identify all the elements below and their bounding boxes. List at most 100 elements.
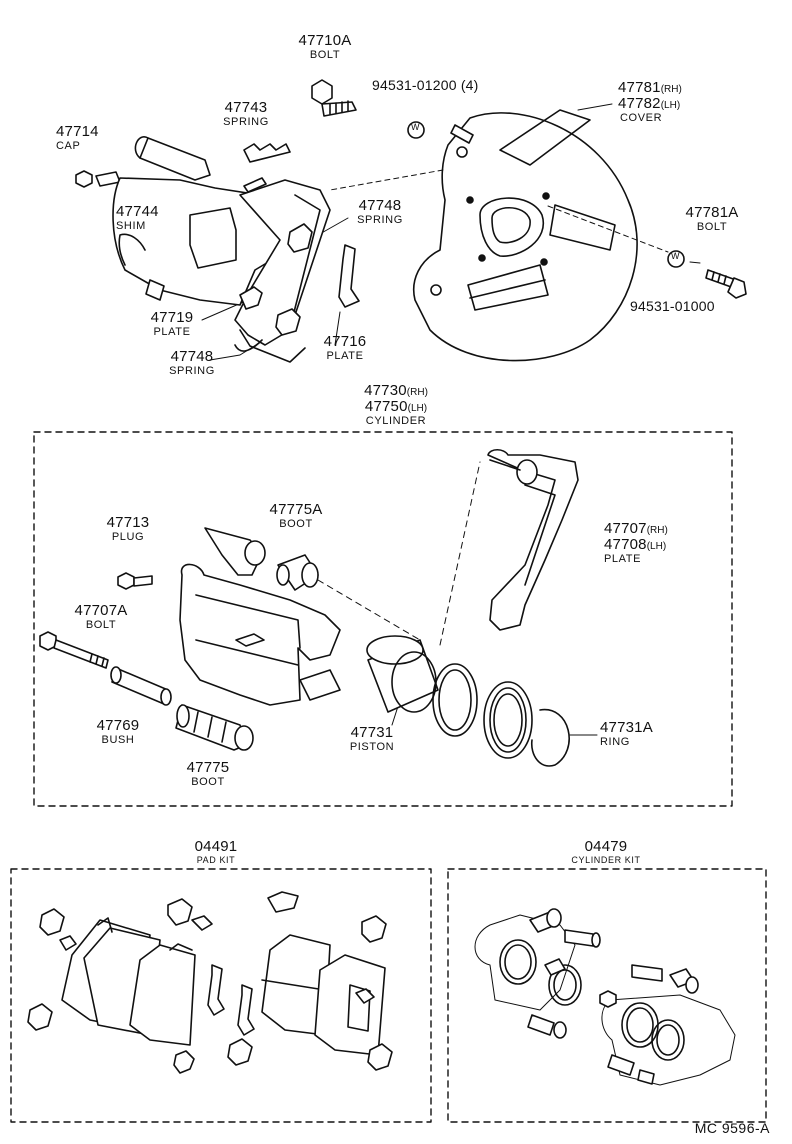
part-number: 47781A	[685, 204, 739, 221]
label-47781a: 47781A BOLT	[686, 205, 739, 233]
part-number: 04491	[194, 838, 238, 855]
bolt-47707a-drawing	[39, 631, 109, 669]
washer-mark-upper: W	[411, 122, 420, 132]
part-number: 47707A	[74, 602, 128, 619]
part-name: CYLINDER	[365, 415, 427, 427]
part-number: 47731A	[600, 719, 653, 736]
caliper-plate-drawing	[487, 448, 579, 631]
label-47716: 47716 PLATE	[324, 334, 367, 362]
label-47707-47708: 47707(RH) 47708(LH) PLATE	[604, 521, 668, 565]
side-marker: (LH)	[660, 100, 681, 111]
label-47775a: 47775A BOOT	[270, 502, 323, 530]
part-number: 47744	[116, 203, 159, 220]
seal-rings-drawing	[432, 663, 533, 759]
part-number: 47707	[604, 520, 647, 537]
label-04479: 04479 CYLINDER KIT	[571, 839, 640, 865]
label-47743: 47743 SPRING	[223, 100, 269, 128]
boot-47775-drawing	[175, 704, 254, 751]
cylinder-kit-group-border	[447, 868, 767, 1123]
part-number: 47716	[323, 333, 367, 350]
label-94531-01200: 94531-01200 (4)	[372, 78, 479, 94]
part-number: 47775	[186, 759, 230, 776]
washer-94531-01200-drawing	[407, 121, 425, 139]
part-number: 47769	[96, 717, 140, 734]
part-number: 47731	[350, 724, 394, 741]
washer-94531-01000-drawing	[667, 250, 685, 268]
bolt-47710a-drawing	[311, 79, 357, 117]
plate-47716-drawing	[338, 244, 360, 308]
label-47744: 47744 SHIM	[116, 204, 159, 232]
part-number: 47748	[170, 348, 214, 365]
cylinder-kit-contents-drawing	[474, 908, 736, 1086]
label-47775: 47775 BOOT	[187, 760, 230, 788]
part-name: BOOT	[191, 776, 225, 788]
bush-47769-drawing	[110, 666, 172, 706]
part-name: PLATE	[326, 350, 364, 362]
spring-47748-lower-drawing	[275, 308, 301, 336]
label-47730-47750: 47730(RH) 47750(LH) CYLINDER	[364, 383, 428, 427]
spring-47748-upper-drawing	[287, 223, 313, 253]
part-number: 47708	[604, 536, 647, 553]
part-number: 47730	[364, 382, 407, 399]
dust-cover-drawing	[413, 109, 638, 362]
washer-mark-lower: W	[671, 251, 680, 261]
part-number: 47713	[106, 514, 150, 531]
part-name: CAP	[56, 140, 81, 152]
pad-kit-contents-drawing	[27, 891, 393, 1074]
side-marker: (RH)	[646, 525, 668, 536]
label-94531-01000: 94531-01000	[630, 299, 715, 315]
part-name: SPRING	[223, 116, 269, 128]
label-47748-lower: 47748 SPRING	[169, 349, 215, 377]
side-marker: (LH)	[407, 403, 428, 414]
part-name: BOLT	[696, 221, 728, 233]
piston-47731-drawing	[366, 635, 439, 713]
part-number: 47748	[358, 197, 402, 214]
label-47769: 47769 BUSH	[97, 718, 140, 746]
label-47781-47782: 47781(RH) 47782(LH) COVER	[618, 80, 682, 124]
label-47731: 47731 PISTON	[350, 725, 394, 753]
part-name: CYLINDER KIT	[571, 855, 641, 865]
part-name: SHIM	[116, 220, 146, 232]
part-name: SPRING	[169, 365, 215, 377]
part-number: 47781	[618, 79, 661, 96]
side-marker: (RH)	[406, 387, 428, 398]
cap-47714-drawing	[75, 170, 121, 188]
label-04491: 04491 PAD KIT	[195, 839, 238, 865]
side-marker: (LH)	[646, 541, 667, 552]
part-number: 47775A	[269, 501, 323, 518]
part-name: RING	[600, 736, 630, 748]
part-name: SPRING	[357, 214, 403, 226]
part-name: BOOT	[279, 518, 313, 530]
part-name: PISTON	[349, 741, 395, 753]
part-number: 47710A	[298, 32, 352, 49]
part-number: 47714	[56, 123, 99, 140]
part-number: 94531-01000	[630, 298, 715, 314]
part-name: BOLT	[309, 49, 341, 61]
part-number: 47743	[224, 99, 268, 116]
label-47731a: 47731A RING	[600, 720, 653, 748]
bolt-47781a-drawing	[705, 269, 747, 299]
label-47714: 47714 CAP	[56, 124, 99, 152]
plate-47719-drawing	[239, 286, 263, 310]
label-47707a: 47707A BOLT	[75, 603, 128, 631]
part-number: 47719	[150, 309, 194, 326]
part-name: BUSH	[101, 734, 135, 746]
part-name: PAD KIT	[196, 855, 236, 865]
cylinder-group-border	[33, 431, 733, 807]
label-47748-upper: 47748 SPRING	[357, 198, 403, 226]
label-47713: 47713 PLUG	[107, 515, 150, 543]
label-47719: 47719 PLATE	[151, 310, 194, 338]
plug-47713-drawing	[117, 572, 153, 590]
spring-47743-drawing	[243, 143, 291, 163]
label-47710a: 47710A BOLT	[299, 33, 352, 61]
part-name: PLATE	[604, 553, 642, 565]
diagram-reference-code: MC 9596-A	[694, 1120, 770, 1136]
ring-47731a-drawing	[530, 709, 570, 767]
side-marker: (RH)	[660, 84, 682, 95]
part-name: BOLT	[85, 619, 117, 631]
caliper-body-drawing	[179, 527, 341, 706]
part-name: COVER	[620, 112, 663, 124]
pad-kit-group-border	[10, 868, 432, 1123]
part-number: 04479	[584, 838, 628, 855]
part-number: 94531-01200 (4)	[372, 77, 479, 93]
